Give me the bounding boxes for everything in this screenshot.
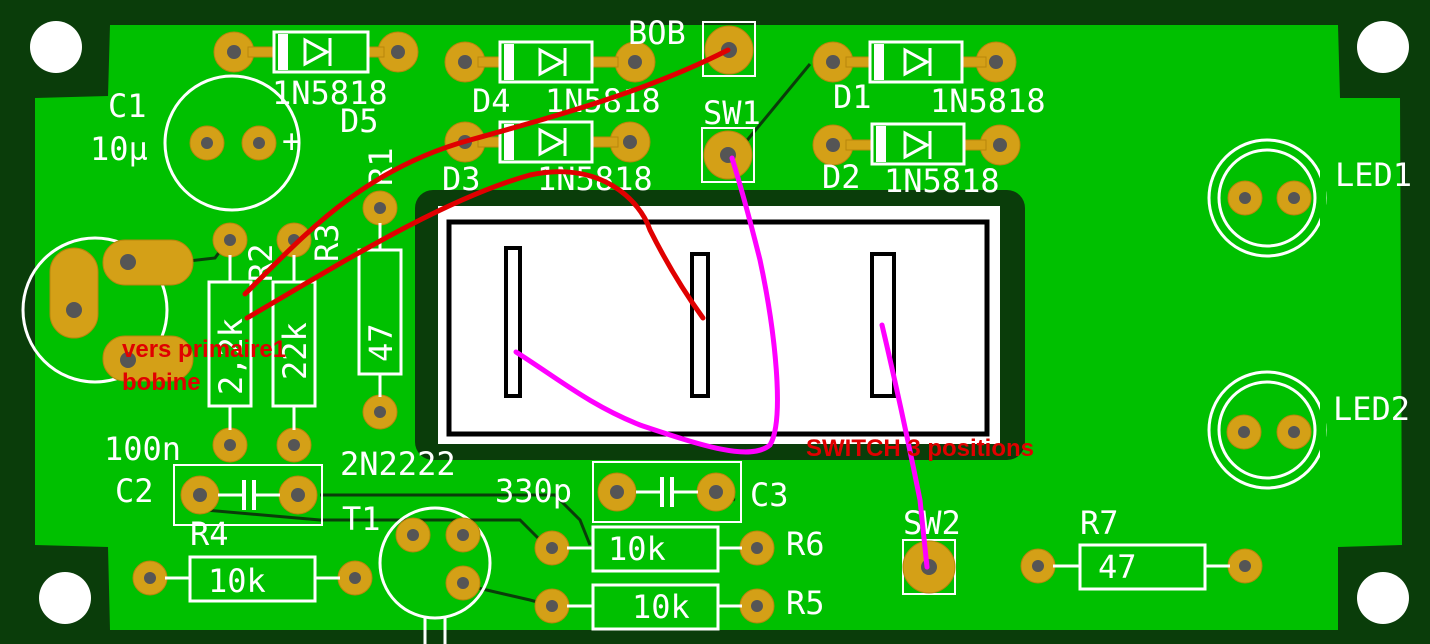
label-r1-value: 47	[362, 323, 400, 362]
label-r3-value: 22k	[276, 322, 314, 380]
annotations: vers primaire1 bobine SWITCH 3 positions	[122, 336, 1034, 462]
annotation-switch: SWITCH 3 positions	[806, 435, 1034, 462]
label-led2: LED2	[1333, 390, 1410, 428]
label-c2-value: 100n	[104, 430, 181, 468]
mounting-hole-top-right	[1357, 21, 1409, 73]
capacitor-c2	[173, 464, 323, 526]
label-d5-value: 1N5818	[272, 74, 388, 112]
label-d4: D4	[472, 82, 511, 120]
label-d5: D5	[340, 102, 379, 140]
label-r6-value: 10k	[608, 530, 666, 568]
label-d2: D2	[822, 158, 861, 196]
capacitor-c3	[592, 461, 742, 523]
primary-connector	[21, 236, 194, 384]
diode-d3	[444, 120, 651, 164]
led-2	[1207, 370, 1327, 490]
diode-d2	[812, 122, 1021, 166]
label-r7: R7	[1080, 504, 1119, 542]
label-c2: C2	[115, 472, 154, 510]
label-sw1: SW1	[703, 94, 761, 132]
mounting-holes	[30, 21, 1409, 624]
label-r4: R4	[190, 515, 229, 553]
resistor-r3	[271, 222, 317, 463]
label-c1-plus: +	[282, 122, 301, 160]
resistor-r1	[357, 190, 403, 430]
label-r7-value: 47	[1098, 548, 1137, 586]
coil-body	[415, 190, 1025, 460]
label-r6: R6	[786, 525, 825, 563]
diode-d5	[213, 30, 419, 74]
capacitor-c1	[163, 74, 301, 212]
transistor-t1	[378, 506, 492, 644]
annotation-primary-line2: bobine	[122, 369, 201, 396]
diode-d1	[812, 40, 1017, 84]
label-c1-value: 10µ	[90, 130, 148, 168]
label-r2-value: 2,2k	[212, 318, 250, 395]
label-t1: T1	[342, 500, 381, 538]
resistor-r7	[1020, 543, 1263, 591]
resistor-r4	[132, 555, 373, 603]
resistor-r2	[207, 222, 253, 463]
led-1	[1207, 138, 1327, 258]
resistor-r6	[534, 525, 775, 573]
mounting-hole-bottom-left	[39, 572, 91, 624]
label-c1: C1	[108, 87, 147, 125]
annotation-primary-line1: vers primaire1	[122, 336, 286, 363]
label-c3-value: 330p	[495, 472, 572, 510]
label-d1-value: 1N5818	[930, 82, 1046, 120]
label-c3: C3	[750, 476, 789, 514]
label-t1-value: 2N2222	[340, 445, 456, 483]
label-sw2: SW2	[903, 504, 961, 542]
magenta-wires	[513, 155, 930, 570]
label-d3: D3	[442, 160, 481, 198]
label-r5: R5	[786, 584, 825, 622]
label-r5-value: 10k	[632, 588, 690, 626]
label-led1: LED1	[1335, 156, 1412, 194]
mounting-hole-bottom-right	[1357, 572, 1409, 624]
label-bob: BOB	[628, 14, 686, 52]
resistor-r5	[534, 583, 775, 631]
red-wires	[242, 47, 731, 321]
label-d1: D1	[833, 78, 872, 116]
mounting-hole-top-left	[30, 21, 82, 73]
diode-d4	[444, 40, 656, 84]
label-r4-value: 10k	[208, 562, 266, 600]
silkscreen-labels: BOB C1 10µ + D5 1N5818 D4 1N5818 D3 1N58…	[90, 14, 1412, 626]
label-d2-value: 1N5818	[884, 162, 1000, 200]
